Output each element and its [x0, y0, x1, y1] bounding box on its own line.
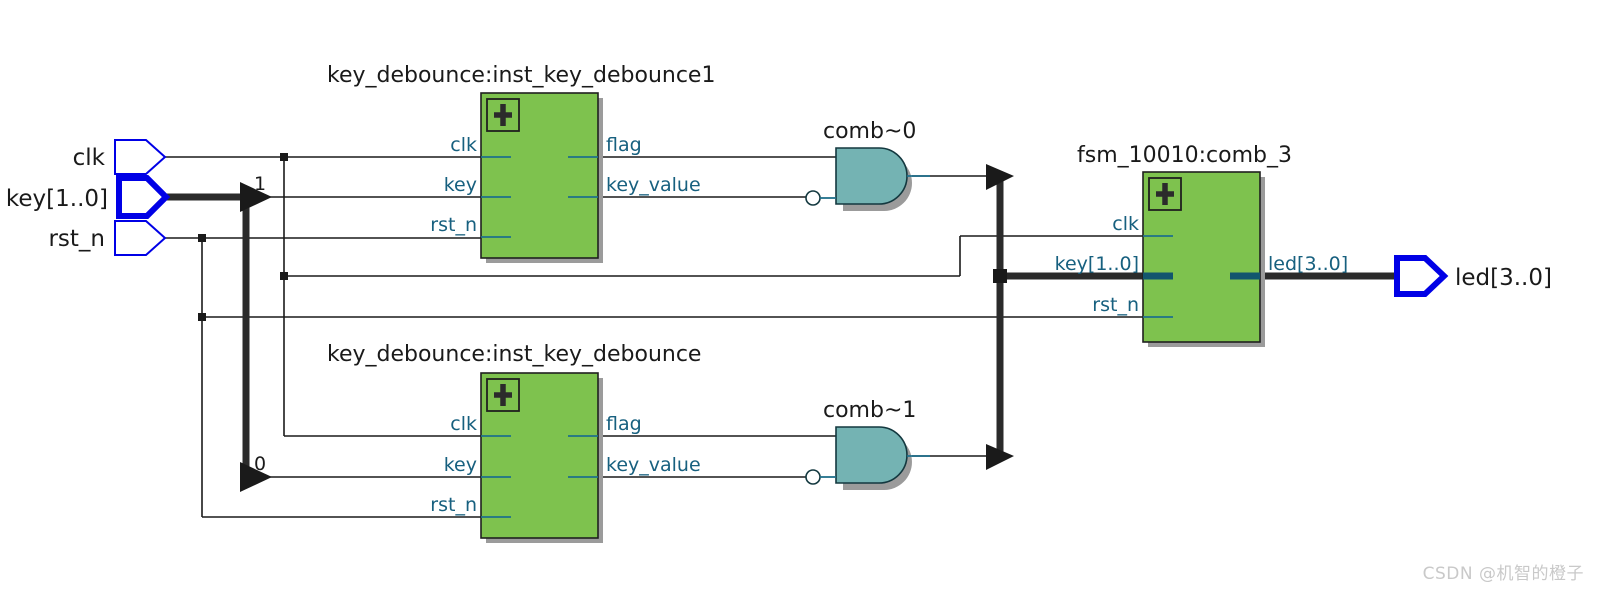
output-port-label-led: led[3..0]	[1455, 265, 1552, 291]
bus-bit-label-1: 1	[254, 173, 266, 195]
inversion-bubble-icon	[805, 190, 821, 206]
block-title-fsm-comb-3: fsm_10010:comb_3	[1077, 143, 1292, 168]
gate-title-comb-0: comb~0	[823, 119, 916, 144]
port-label-flag: flag	[606, 413, 642, 435]
port-label-clk: clk	[1112, 213, 1139, 235]
input-port-key[interactable]: key[1..0]	[6, 175, 171, 219]
and-gate-body[interactable]	[835, 147, 908, 205]
input-port-shape[interactable]	[114, 139, 167, 175]
port-label-flag: flag	[606, 134, 642, 156]
watermark-text: CSDN @机智的橙子	[1422, 564, 1584, 584]
input-port-shape[interactable]	[114, 220, 167, 256]
arrowhead-merge-bottom	[986, 444, 1014, 470]
junction-rstn-1	[198, 234, 206, 242]
output-port-led[interactable]: led[3..0]	[1394, 255, 1552, 297]
port-label-led-bus: led[3..0]	[1268, 253, 1348, 275]
block-title-inst-key-debounce: key_debounce:inst_key_debounce	[327, 342, 701, 367]
block-fsm-comb-3[interactable]: fsm_10010:comb_3 clk key[1..0] rst_n led…	[1055, 143, 1348, 347]
port-label-key-value: key_value	[606, 454, 701, 476]
block-inst-key-debounce[interactable]: key_debounce:inst_key_debounce clk key r…	[327, 342, 701, 543]
block-inst-key-debounce1[interactable]: key_debounce:inst_key_debounce1 clk key …	[327, 63, 715, 263]
expand-plus-icon[interactable]	[1148, 177, 1182, 211]
input-port-rst-n[interactable]: rst_n	[48, 220, 167, 256]
port-label-clk: clk	[450, 134, 477, 156]
port-label-key: key	[444, 174, 477, 196]
gate-comb-0[interactable]: comb~0	[805, 119, 930, 211]
arrowhead-merge-top	[986, 164, 1014, 190]
and-gate-body[interactable]	[835, 426, 908, 484]
junction-clk-2	[280, 272, 288, 280]
port-label-key-value: key_value	[606, 174, 701, 196]
bus-bit-label-0: 0	[254, 453, 266, 475]
junction-merge-tap	[993, 269, 1007, 283]
port-label-rstn: rst_n	[430, 494, 477, 516]
expand-plus-icon[interactable]	[486, 98, 520, 132]
block-body[interactable]	[1142, 171, 1261, 343]
input-port-label-rst-n: rst_n	[48, 226, 105, 252]
input-port-shape[interactable]	[116, 175, 171, 219]
input-port-label-clk: clk	[73, 145, 106, 171]
output-port-shape[interactable]	[1394, 255, 1449, 297]
inversion-bubble-icon	[805, 469, 821, 485]
arrowhead-key-bit0	[240, 462, 272, 492]
wire-layer	[165, 153, 1397, 518]
block-title-inst-key-debounce1: key_debounce:inst_key_debounce1	[327, 63, 715, 88]
port-label-clk: clk	[450, 413, 477, 435]
arrowhead-key-bit1	[240, 182, 272, 212]
expand-plus-icon[interactable]	[486, 378, 520, 412]
junction-clk-1	[280, 153, 288, 161]
input-port-label-key: key[1..0]	[6, 186, 108, 212]
gate-title-comb-1: comb~1	[823, 398, 916, 423]
input-port-clk[interactable]: clk	[73, 139, 167, 175]
port-label-rstn: rst_n	[430, 214, 477, 236]
port-label-key: key	[444, 454, 477, 476]
junction-rstn-2	[198, 313, 206, 321]
port-label-key-bus: key[1..0]	[1055, 253, 1139, 275]
port-label-rstn: rst_n	[1092, 294, 1139, 316]
gate-comb-1[interactable]: comb~1	[805, 398, 930, 490]
